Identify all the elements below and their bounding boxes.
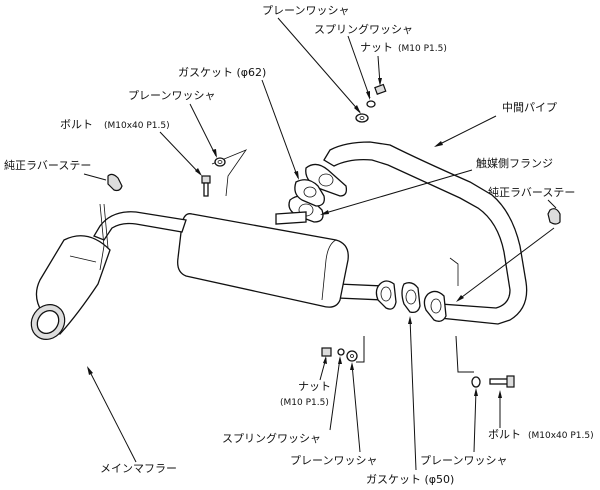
label-bolt-right-spec: (M10x40 P1.5) — [528, 431, 594, 441]
label-plain-washer-left: プレーンワッシャ — [128, 89, 215, 102]
plain-washer-bottom-right — [471, 376, 481, 388]
label-middle-pipe: 中間パイプ — [502, 101, 557, 114]
bracket-plate-left — [211, 149, 248, 197]
label-rubber-stay-left: 純正ラバーステー — [4, 159, 91, 172]
muffler-inlet-flange — [294, 179, 325, 207]
label-rubber-stay-right: 純正ラバーステー — [488, 186, 575, 199]
label-spring-washer-bottom: スプリングワッシャ — [222, 431, 321, 445]
label-nut-bottom-spec: (M10 P1.5) — [280, 398, 329, 408]
nut-top — [374, 83, 387, 95]
label-plain-washer-top: プレーンワッシャ — [262, 4, 349, 17]
outlet-flange-left — [375, 280, 397, 310]
label-bolt-right: ボルト — [488, 428, 521, 441]
label-nut-top-spec: (M10 P1.5) — [398, 44, 447, 54]
leader-lines — [83, 17, 557, 471]
rubber-stay-left — [107, 173, 123, 192]
label-gasket-62: ガスケット (φ62) — [178, 66, 266, 79]
middle-pipe — [323, 141, 528, 325]
bolt-left — [201, 175, 211, 197]
label-nut-bottom: ナット — [298, 380, 331, 393]
main-muffler — [30, 211, 385, 340]
label-bolt-left: ボルト — [60, 118, 93, 131]
nut-bottom — [321, 347, 332, 357]
plain-washer-top — [355, 113, 369, 123]
label-gasket-50: ガスケット (φ50) — [366, 473, 454, 486]
label-spring-washer-top: スプリングワッシャ — [314, 22, 413, 36]
label-plain-washer-bottom-right: プレーンワッシャ — [420, 454, 507, 467]
tail-hanger — [99, 203, 109, 271]
bolt-right — [489, 375, 515, 388]
gasket-50 — [401, 282, 421, 314]
label-bolt-left-spec: (M10x40 P1.5) — [104, 121, 170, 131]
spring-washer-bottom — [337, 348, 345, 356]
spring-washer-top — [366, 100, 376, 108]
rubber-stay-right — [547, 208, 561, 225]
outlet-flange-right — [423, 290, 447, 322]
label-catalyst-flange: 触媒側フランジ — [476, 156, 553, 170]
label-plain-washer-bottom-mid: プレーンワッシャ — [290, 454, 377, 467]
plain-washer-bottom-mid — [346, 350, 358, 362]
label-main-muffler: メインマフラー — [100, 462, 177, 475]
label-nut-top: ナット — [360, 41, 393, 54]
plain-washer-left — [214, 157, 226, 167]
